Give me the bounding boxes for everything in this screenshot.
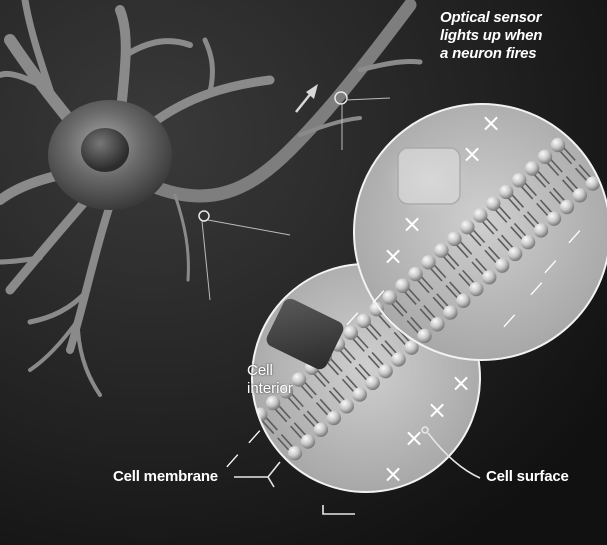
lipid-head [288,446,302,460]
lipid-head [560,200,574,214]
lipid-head [430,317,444,331]
cell-surface-label: Cell surface [486,468,569,485]
lipid-head [551,138,565,152]
sensor-caption: Optical sensor lights up when a neuron f… [440,9,542,63]
cell-interior-line-1: Cell [247,362,293,380]
lipid-head [292,372,306,386]
lipid-head [547,212,561,226]
lipid-head [417,329,431,343]
caption-line-3: a neuron fires [440,45,542,63]
lipid-head [443,305,457,319]
lipid-head [538,150,552,164]
lipid-head [525,161,539,175]
lipid-head [301,434,315,448]
lipid-head [421,255,435,269]
lipid-head [378,364,392,378]
positive-charge-symbol: × [404,424,424,452]
lipid-head [573,188,587,202]
lipid-head [469,282,483,296]
lipid-head [447,232,461,246]
lipid-head [314,423,328,437]
cell-interior-label: Cell interior [247,362,293,398]
cell-interior-line-2: interior [247,380,293,398]
lipid-head [353,387,367,401]
positive-charge-symbol: × [451,369,471,397]
lipid-head [434,243,448,257]
neuron-nucleus [81,128,129,172]
lipid-head [456,294,470,308]
lipid-head [395,279,409,293]
positive-charge-symbol: × [383,460,403,488]
lipid-head [508,247,522,261]
lipid-head [408,267,422,281]
lipid-head [365,376,379,390]
positive-charge-symbol: × [402,210,422,238]
caption-line-2: lights up when [440,27,542,45]
lipid-head [391,352,405,366]
lipid-head [340,399,354,413]
lipid-head [482,270,496,284]
optical-sensor-protein-lit [398,148,460,204]
positive-charge-symbol: × [462,140,482,168]
positive-charge-symbol: × [383,242,403,270]
lipid-head [327,411,341,425]
lipid-head [521,235,535,249]
positive-charge-symbol: × [427,396,447,424]
lipid-head [534,223,548,237]
lipid-head [473,208,487,222]
lipid-head [486,196,500,210]
lipid-head [512,173,526,187]
lipid-head [495,258,509,272]
lipid-head [460,220,474,234]
positive-charge-symbol: × [481,109,501,137]
caption-line-1: Optical sensor [440,9,542,27]
cell-membrane-label: Cell membrane [113,468,218,485]
lipid-head [499,185,513,199]
